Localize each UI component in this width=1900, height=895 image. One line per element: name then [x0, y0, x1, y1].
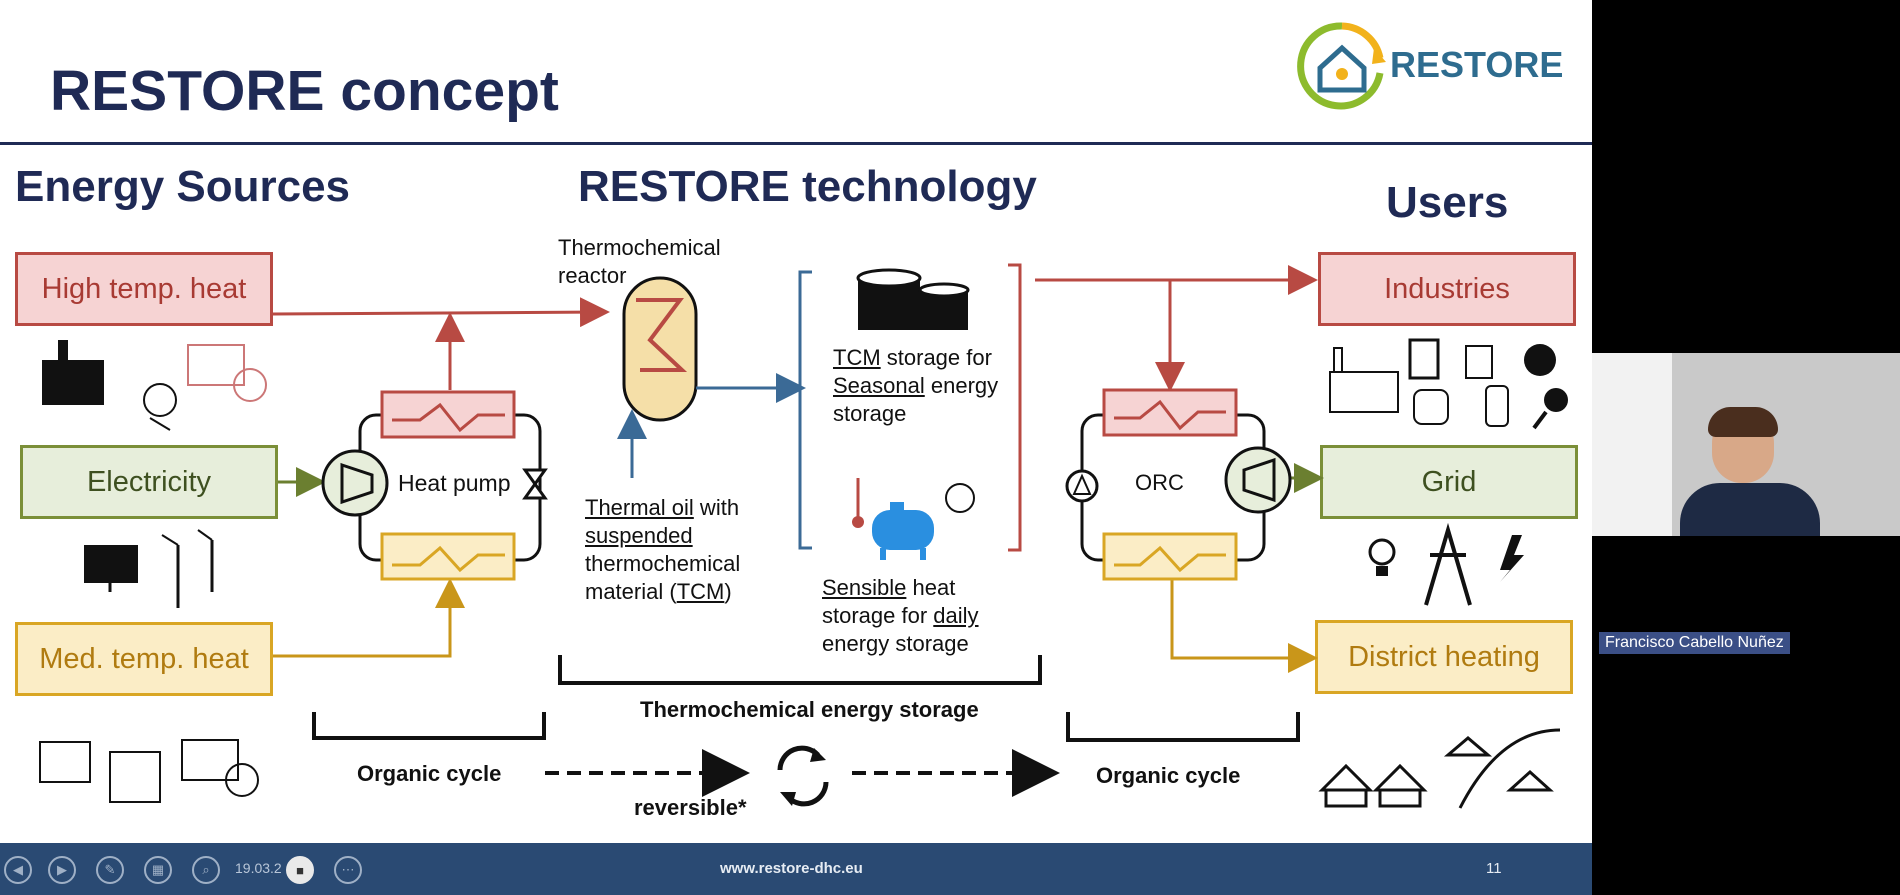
steel-beam-icon: [1408, 338, 1440, 380]
logo-text: RESTORE: [1390, 44, 1564, 85]
milk-bottle-icon: [1485, 385, 1509, 427]
houses-icon: [1318, 763, 1428, 808]
meat-icon: [1532, 388, 1568, 430]
user-industries: Industries: [1318, 252, 1576, 326]
next-slide-icon[interactable]: ▶: [48, 856, 76, 884]
participant-name-tag: Francisco Cabello Nuñez: [1599, 632, 1790, 654]
zoom-icon[interactable]: ⌕: [192, 856, 220, 884]
participant-hair: [1708, 407, 1778, 437]
paper-icon: [1465, 345, 1493, 379]
lightbulb-icon: [1368, 538, 1396, 576]
factory-heat-icon: [42, 340, 104, 405]
factory-icon: [1329, 347, 1399, 413]
section-restore-technology: RESTORE technology: [578, 162, 1037, 211]
user-district-heating: District heating: [1315, 620, 1573, 694]
organic-cycle-right-bracket: [1066, 712, 1300, 742]
participant-shoulders: [1680, 483, 1820, 536]
storage-left-bracket: [798, 270, 812, 550]
section-users: Users: [1386, 178, 1509, 227]
tcm-storage-label: TCM storage for Seasonal energy storage: [833, 345, 999, 426]
thermal-oil-label: Thermal oil with suspended thermochemica…: [585, 495, 741, 604]
thermochemical-bracket: [558, 655, 1042, 685]
sensible-storage-label: Sensible heat storage for daily energy s…: [822, 575, 979, 656]
source-high-temp-heat: High temp. heat: [15, 252, 273, 326]
seasonal-tank-icon: [856, 268, 970, 330]
title-divider: [0, 142, 1592, 145]
grapes-icon: [1524, 344, 1556, 376]
district-heating-flow-line: [1170, 580, 1318, 673]
slide-title: RESTORE concept: [50, 59, 559, 123]
pen-icon[interactable]: ✎: [96, 856, 124, 884]
compressor-icon: [321, 449, 389, 517]
orc-label: ORC: [1135, 470, 1184, 495]
camera-icon[interactable]: ■: [286, 856, 314, 884]
turbine-icon: [1224, 446, 1292, 514]
industrial-plant-icon: [187, 344, 267, 402]
presentation-control-bar: [0, 843, 1592, 895]
logo: [1292, 18, 1392, 113]
med-temp-flow-line: [273, 578, 465, 658]
date-text: 19.03.2: [235, 860, 282, 876]
power-pylon-icon: [1424, 522, 1472, 606]
slides-grid-icon[interactable]: ▦: [144, 856, 172, 884]
participant-video[interactable]: [1592, 353, 1900, 536]
logo-icon: [1297, 22, 1386, 110]
previous-slide-icon[interactable]: ◀: [4, 856, 32, 884]
presentation-slide: RESTORE concept RESTORE Energy Sources R…: [0, 0, 1592, 895]
geothermal-icon: [109, 751, 161, 803]
organic-cycle-left-label: Organic cycle: [357, 761, 502, 786]
solar-panel-icon: [84, 545, 138, 592]
thermochemical-storage-label: Thermochemical energy storage: [640, 697, 979, 722]
page-number: 11: [1486, 860, 1502, 877]
high-temp-flow-line: [272, 297, 610, 328]
footer-url: www.restore-dhc.eu: [720, 860, 863, 877]
reversible-label: reversible*: [634, 795, 747, 820]
solar-dish-icon: [143, 383, 177, 431]
window-light: [1592, 353, 1672, 536]
more-options-icon[interactable]: ⋯: [334, 856, 362, 884]
reactor-label: Thermochemical reactor: [558, 235, 721, 288]
heat-pump-label: Heat pump: [398, 470, 511, 496]
user-grid: Grid: [1320, 445, 1578, 519]
solar-collector-icon: [39, 741, 91, 783]
lightning-icon: [1500, 535, 1524, 582]
flow-diagram: [39, 263, 1568, 809]
expansion-valve-icon: [522, 468, 548, 500]
storage-right-bracket: [1008, 263, 1022, 552]
daily-tank-icon: [852, 478, 975, 560]
source-med-temp-heat: Med. temp. heat: [15, 622, 273, 696]
organic-cycle-right-label: Organic cycle: [1096, 763, 1241, 788]
road-houses-icon: [1443, 728, 1561, 809]
wind-turbine-icon: [161, 529, 214, 608]
section-energy-sources: Energy Sources: [15, 162, 351, 211]
source-electricity: Electricity: [20, 445, 278, 519]
waste-heat-plant-icon: [181, 739, 259, 797]
organic-cycle-left-bracket: [312, 712, 546, 740]
reversible-cycle-icon: [777, 745, 829, 807]
flour-sack-icon: [1413, 389, 1449, 425]
